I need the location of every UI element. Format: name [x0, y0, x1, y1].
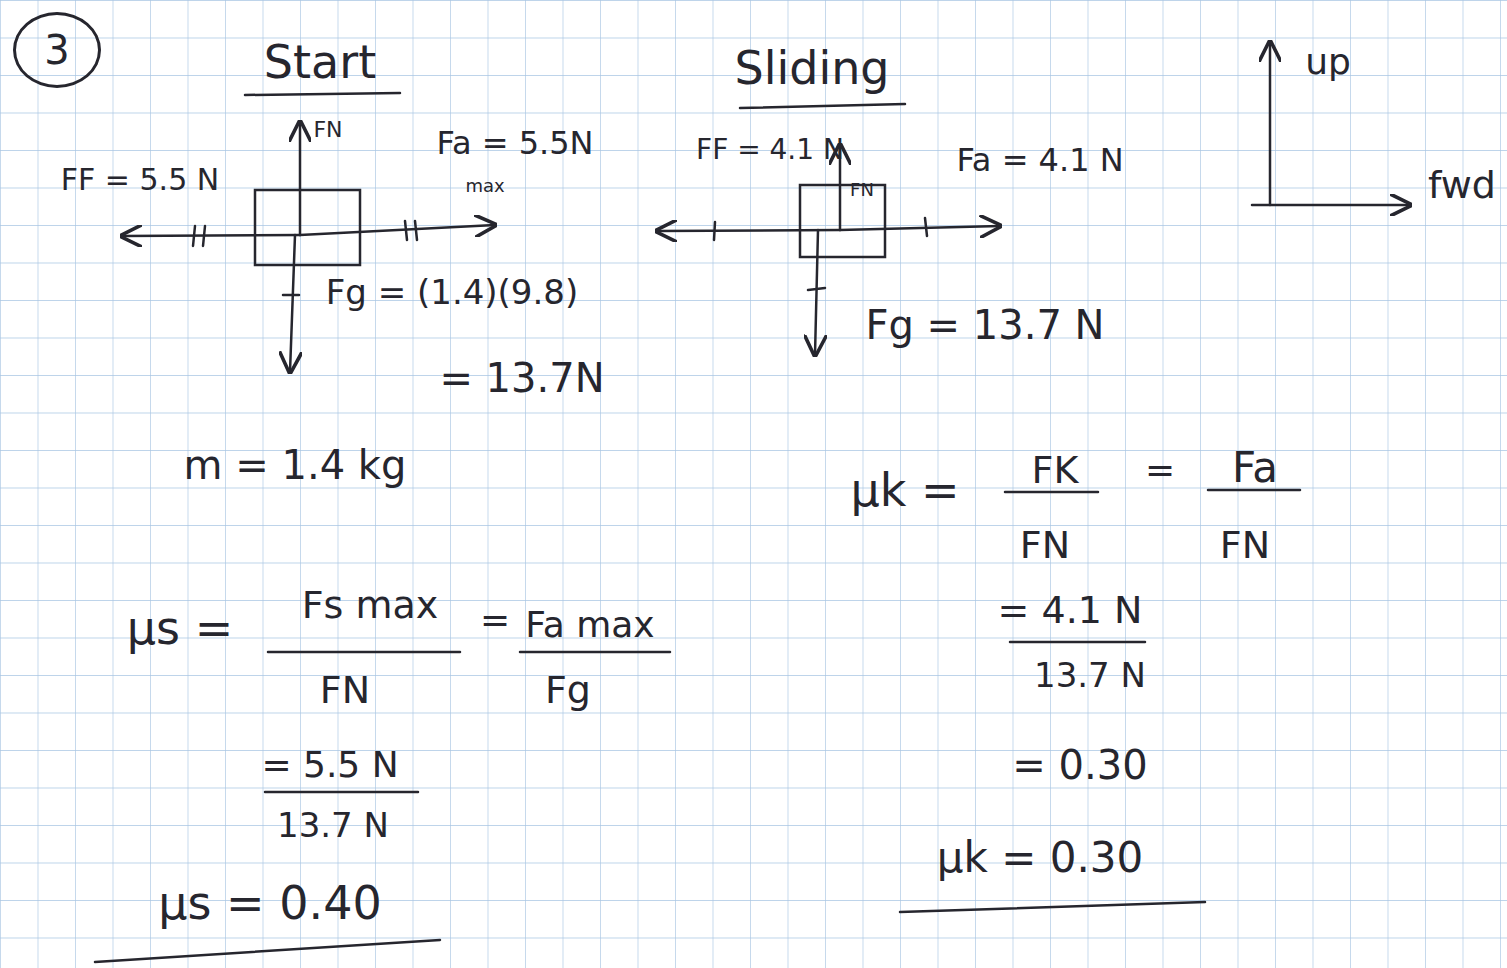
handwritten-text: FN	[320, 671, 370, 709]
problem-number: 3	[44, 30, 69, 70]
handwritten-text: Fa	[1232, 447, 1278, 489]
handwritten-text: = 5.5 N	[261, 747, 398, 783]
handwritten-text: max	[465, 177, 504, 195]
handwritten-text: μs = 0.40	[158, 880, 381, 926]
handwritten-text: =	[480, 602, 510, 638]
handwritten-text: =	[1145, 452, 1175, 488]
handwritten-text: 13.7 N	[277, 808, 389, 842]
problem-number-circle: 3	[13, 12, 101, 88]
handwritten-text: Fg = 13.7 N	[865, 305, 1104, 345]
handwritten-text: 13.7 N	[1034, 658, 1146, 692]
handwritten-text: Fa = 4.1 N	[956, 144, 1123, 176]
handwritten-text: μs =	[127, 605, 233, 651]
handwritten-text: FN	[1220, 526, 1270, 564]
handwritten-text: μk = 0.30	[937, 837, 1143, 879]
handwritten-text: up	[1305, 44, 1351, 80]
handwritten-text: = 13.7N	[439, 358, 604, 398]
handwritten-text: Fg = (1.4)(9.8)	[326, 275, 578, 309]
handwritten-text: FK	[1032, 451, 1079, 489]
handwritten-text: = 4.1 N	[998, 591, 1143, 629]
handwritten-text: Start	[264, 39, 376, 85]
handwritten-text: Fa = 5.5N	[436, 127, 593, 159]
handwritten-text: Sliding	[734, 45, 889, 91]
handwritten-text: FF = 4.1 N	[696, 136, 844, 164]
handwritten-text: = 0.30	[1012, 745, 1147, 785]
handwritten-text: Fg	[545, 671, 591, 709]
handwritten-text: FN	[313, 119, 342, 141]
handwritten-text: μk =	[850, 467, 959, 513]
handwritten-text: fwd	[1428, 166, 1496, 204]
handwritten-text: Fa max	[525, 607, 654, 643]
handwritten-text: m = 1.4 kg	[184, 445, 407, 485]
handwritten-text: FF = 5.5 N	[61, 165, 219, 195]
handwritten-text: FN	[850, 181, 874, 199]
handwritten-text: FN	[1020, 526, 1070, 564]
handwritten-text: Fs max	[302, 586, 439, 624]
